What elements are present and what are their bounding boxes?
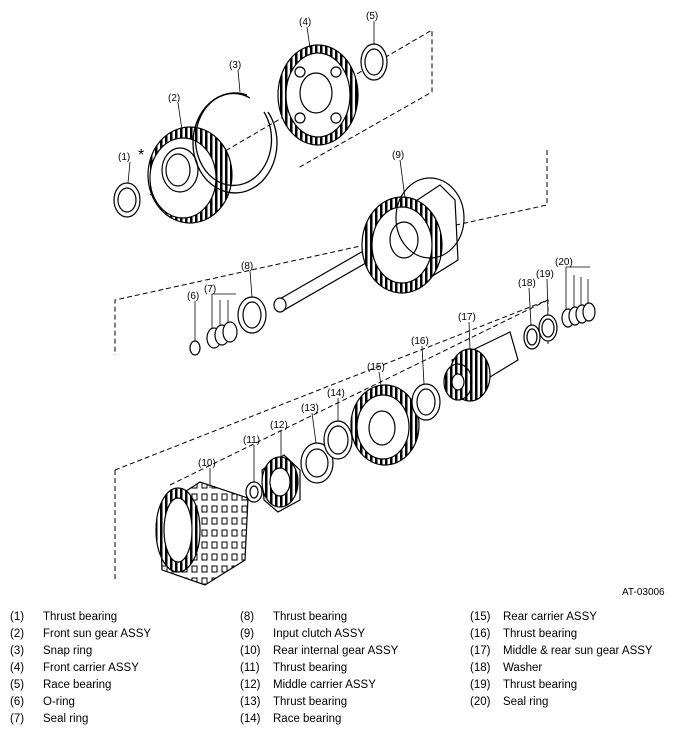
part-11-thrust-bearing	[245, 481, 263, 503]
callout-12: (12)	[270, 420, 288, 431]
callout-19: (19)	[536, 269, 554, 280]
legend-text: Rear internal gear ASSY	[273, 645, 399, 657]
part-7-seal-rings	[206, 321, 238, 349]
legend-text: Thrust bearing	[273, 662, 348, 674]
legend-number: (7)	[10, 713, 25, 725]
callout-1: (1)	[118, 152, 130, 163]
legend-number: (14)	[240, 713, 261, 725]
legend-text: Snap ring	[43, 645, 93, 657]
legend-text: Input clutch ASSY	[273, 628, 366, 640]
callout-13: (13)	[301, 403, 319, 414]
part-5-race-bearing	[360, 43, 388, 81]
legend-text: Washer	[503, 662, 543, 674]
legend-text: Front sun gear ASSY	[43, 628, 152, 640]
legend-text: Rear carrier ASSY	[503, 611, 597, 623]
legend-text: Thrust bearing	[503, 679, 578, 691]
part-15-rear-carrier	[350, 384, 420, 466]
legend-text: Seal ring	[503, 696, 549, 708]
legend-number: (12)	[240, 679, 261, 691]
part-18-washer	[523, 324, 541, 350]
legend-number: (1)	[10, 611, 25, 623]
callout-2: (2)	[168, 93, 180, 104]
legend-number: (3)	[10, 645, 25, 657]
legend-number: (13)	[240, 696, 261, 708]
callout-6: (6)	[187, 291, 199, 302]
legend-number: (4)	[10, 662, 25, 674]
legend-number: (8)	[240, 611, 255, 623]
legend-number: (11)	[240, 662, 260, 674]
part-20-seal-rings	[561, 302, 596, 328]
asterisk-mark: *	[138, 147, 144, 164]
callout-16: (16)	[411, 336, 429, 347]
legend-number: (5)	[10, 679, 25, 691]
part-2-front-sun-gear	[147, 126, 233, 224]
legend-text: Race bearing	[273, 713, 342, 725]
part-1-thrust-bearing	[113, 182, 141, 218]
part-13-thrust-bearing	[300, 442, 334, 484]
legend-number: (10)	[240, 645, 261, 657]
part-14-race-bearing	[323, 420, 353, 460]
legend-number: (15)	[470, 611, 491, 623]
part-17-sun-gear	[443, 331, 519, 402]
part-4-front-carrier	[277, 44, 359, 146]
callout-labels: (1) * (2) (3) (4) (5) (6) (7) (8) (9) (1…	[118, 11, 573, 469]
legend-number: (6)	[10, 696, 25, 708]
callout-17: (17)	[458, 312, 476, 323]
legend-number: (9)	[240, 628, 255, 640]
callout-20: (20)	[555, 257, 573, 268]
legend-text: Race bearing	[43, 679, 112, 691]
diagram-code: AT-03006	[622, 587, 665, 598]
callout-8: (8)	[241, 261, 253, 272]
legend-text: Front carrier ASSY	[43, 662, 139, 674]
leader-lines	[127, 21, 590, 488]
part-3-snap-ring	[192, 92, 278, 194]
legend-number: (2)	[10, 628, 25, 640]
legend-number: (19)	[470, 679, 491, 691]
legend-text: Thrust bearing	[273, 611, 348, 623]
legend-text: Thrust bearing	[503, 628, 578, 640]
part-12-middle-carrier	[261, 454, 301, 513]
callout-14: (14)	[327, 388, 345, 399]
part-9-input-clutch	[273, 177, 465, 313]
callout-10: (10)	[198, 458, 216, 469]
part-6-o-ring	[189, 340, 201, 356]
legend-text: O-ring	[43, 696, 75, 708]
callout-18: (18)	[518, 278, 536, 289]
part-10-rear-internal-gear	[155, 481, 249, 586]
legend-text: Middle & rear sun gear ASSY	[503, 645, 653, 657]
legend-text: Seal ring	[43, 713, 89, 725]
callout-9: (9)	[392, 150, 404, 161]
part-16-thrust-bearing	[411, 383, 441, 421]
exploded-parts-diagram: (1) * (2) (3) (4) (5) (6) (7) (8) (9) (1…	[113, 11, 596, 586]
legend-number: (16)	[470, 628, 491, 640]
legend-text: Thrust bearing	[273, 696, 348, 708]
legend-number: (17)	[470, 645, 491, 657]
callout-5: (5)	[366, 11, 378, 22]
callout-3: (3)	[229, 60, 241, 71]
part-19-thrust-bearing	[538, 314, 558, 342]
callout-11: (11)	[243, 435, 260, 446]
callout-15: (15)	[367, 362, 385, 373]
part-8-thrust-bearing	[237, 296, 267, 334]
legend-text: Thrust bearing	[43, 611, 118, 623]
callout-7: (7)	[204, 284, 216, 295]
legend-number: (20)	[470, 696, 491, 708]
callout-4: (4)	[299, 17, 311, 28]
legend-text: Middle carrier ASSY	[273, 679, 376, 691]
legend-number: (18)	[470, 662, 491, 674]
parts-legend: (1) Thrust bearing (2) Front sun gear ASSY (…	[0, 611, 692, 736]
